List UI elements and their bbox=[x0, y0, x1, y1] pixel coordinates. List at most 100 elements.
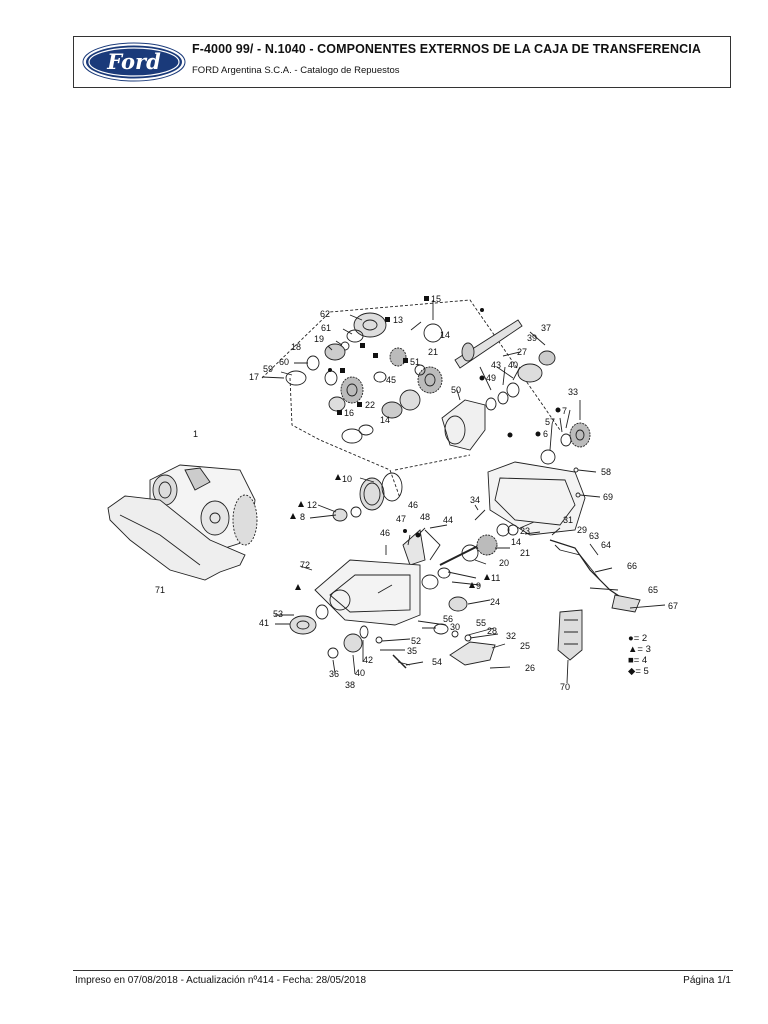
callout-12: 12 bbox=[307, 500, 317, 510]
callout-8: 8 bbox=[300, 512, 305, 522]
callout-43: 43 bbox=[491, 360, 501, 370]
callout-38: 38 bbox=[345, 680, 355, 690]
legend-row: ▲= 3 bbox=[628, 644, 651, 655]
qty-marker-square bbox=[373, 353, 378, 358]
callout-47: 47 bbox=[396, 514, 406, 524]
footer-print-info: Impreso en 07/08/2018 - Actualización nº… bbox=[75, 975, 367, 986]
quantity-legend: ●= 2 ▲= 3 ■= 4 ◆= 5 bbox=[628, 633, 651, 677]
page-subtitle: FORD Argentina S.C.A. - Catalogo de Repu… bbox=[192, 65, 400, 76]
callout-72: 72 bbox=[300, 560, 310, 570]
callout-14: 14 bbox=[440, 330, 450, 340]
callout-11: 11 bbox=[491, 573, 500, 583]
callout-46: 46 bbox=[408, 500, 418, 510]
callout-54: 54 bbox=[432, 657, 442, 667]
legend-row: ■= 4 bbox=[628, 655, 648, 666]
legend-row: ●= 2 bbox=[628, 633, 648, 644]
qty-marker-circle bbox=[507, 432, 513, 438]
callout-15: 15 bbox=[431, 294, 441, 304]
callout-27: 27 bbox=[517, 347, 527, 357]
callout-19: 19 bbox=[314, 334, 324, 344]
page-header: Ford F-4000 99/ - N.1040 - COMPONENTES E… bbox=[73, 36, 731, 88]
callout-66: 66 bbox=[627, 561, 637, 571]
callout-29: 29 bbox=[577, 525, 587, 535]
callout-14: 14 bbox=[380, 415, 390, 425]
callout-51: 51 bbox=[410, 357, 420, 367]
callout-1: 1 bbox=[193, 429, 198, 439]
callout-26: 26 bbox=[525, 663, 535, 673]
callout-21: 21 bbox=[520, 548, 530, 558]
legend-row: ◆= 5 bbox=[628, 666, 649, 677]
callout-55: 55 bbox=[476, 618, 486, 628]
callout-20: 20 bbox=[499, 558, 509, 568]
qty-marker-triangle bbox=[290, 513, 296, 519]
callout-50: 50 bbox=[451, 385, 461, 395]
qty-marker-square bbox=[357, 402, 362, 407]
callout-64: 64 bbox=[601, 540, 611, 550]
qty-marker-triangle bbox=[298, 501, 304, 507]
callout-22: 22 bbox=[365, 400, 375, 410]
qty-marker-square bbox=[403, 358, 408, 363]
callout-16: 16 bbox=[344, 408, 354, 418]
callout-35: 35 bbox=[407, 646, 417, 656]
callout-18: 18 bbox=[291, 342, 301, 352]
callout-58: 58 bbox=[601, 467, 611, 477]
qty-marker-square bbox=[360, 343, 365, 348]
callout-40: 40 bbox=[508, 360, 518, 370]
callout-37: 37 bbox=[541, 323, 551, 333]
callout-23: 23 bbox=[520, 526, 530, 536]
callout-7: 7 bbox=[562, 406, 567, 416]
callout-24: 24 bbox=[490, 597, 500, 607]
qty-marker-square bbox=[340, 368, 345, 373]
callout-59: 59 bbox=[263, 364, 273, 374]
callout-25: 25 bbox=[520, 641, 530, 651]
page-title: F-4000 99/ - N.1040 - COMPONENTES EXTERN… bbox=[192, 42, 701, 56]
callout-41: 41 bbox=[259, 618, 269, 628]
callout-21: 21 bbox=[428, 347, 438, 357]
qty-marker-triangle bbox=[335, 474, 341, 480]
callout-71: 71 bbox=[155, 585, 165, 595]
callout-40: 40 bbox=[355, 668, 365, 678]
callout-52: 52 bbox=[411, 636, 421, 646]
qty-marker-triangle bbox=[484, 574, 490, 580]
footer-page-number: Página 1/1 bbox=[683, 975, 731, 986]
callout-67: 67 bbox=[668, 601, 678, 611]
qty-marker-circle bbox=[479, 375, 485, 381]
callout-34: 34 bbox=[470, 495, 480, 505]
callout-56: 56 bbox=[443, 614, 453, 624]
callout-63: 63 bbox=[589, 531, 599, 541]
qty-marker-diamond bbox=[328, 368, 332, 372]
qty-marker-circle bbox=[415, 532, 421, 538]
callout-9: 9 bbox=[476, 581, 481, 591]
footer-divider bbox=[73, 970, 733, 971]
qty-marker-circle bbox=[535, 431, 541, 437]
callout-45: 45 bbox=[386, 375, 396, 385]
callout-36: 36 bbox=[329, 669, 339, 679]
callout-69: 69 bbox=[603, 492, 613, 502]
callout-39: 39 bbox=[527, 333, 537, 343]
callout-49: 49 bbox=[486, 373, 496, 383]
callout-28: 28 bbox=[487, 626, 497, 636]
callout-13: 13 bbox=[393, 315, 403, 325]
callout-70: 70 bbox=[560, 682, 570, 692]
callout-42: 42 bbox=[363, 655, 373, 665]
callout-46: 46 bbox=[380, 528, 390, 538]
callout-60: 60 bbox=[279, 357, 289, 367]
callout-32: 32 bbox=[506, 631, 516, 641]
callout-48: 48 bbox=[420, 512, 430, 522]
qty-marker-square bbox=[385, 317, 390, 322]
callout-53: 53 bbox=[273, 609, 283, 619]
callout-44: 44 bbox=[443, 515, 453, 525]
ford-logo: Ford bbox=[82, 42, 186, 82]
qty-marker-circle bbox=[555, 407, 561, 413]
callout-30: 30 bbox=[450, 622, 460, 632]
qty-marker-diamond bbox=[403, 529, 407, 533]
callout-61: 61 bbox=[321, 323, 331, 333]
qty-marker-triangle bbox=[469, 582, 475, 588]
callout-65: 65 bbox=[648, 585, 658, 595]
logo-wordmark: Ford bbox=[106, 49, 161, 74]
callout-14: 14 bbox=[511, 537, 521, 547]
qty-marker-triangle bbox=[295, 584, 301, 590]
callout-57: 57 bbox=[545, 417, 555, 427]
callout-10: 10 bbox=[342, 474, 352, 484]
